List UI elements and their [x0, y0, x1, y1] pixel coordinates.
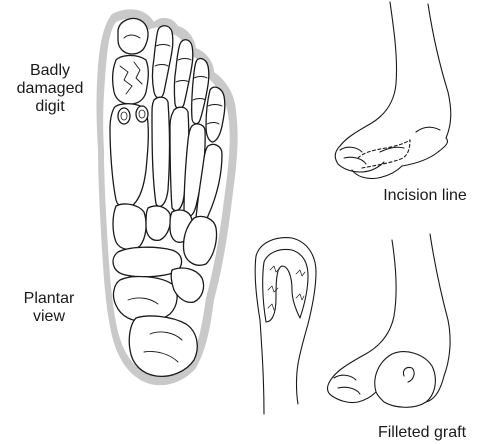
label-plantar-line-1: Plantar: [14, 290, 84, 308]
label-plantar-line-2: view: [14, 308, 84, 326]
foot-incision-view: [335, 2, 451, 179]
label-plantar-view: Plantar view: [14, 290, 84, 326]
talus: [114, 277, 178, 322]
label-digit-line-3: digit: [2, 98, 98, 116]
big-toe-proximal-phalanx: [113, 56, 149, 105]
label-digit-line-2: damaged: [2, 80, 98, 98]
medial-cuneiform: [113, 204, 146, 249]
label-incision-line: Incision line: [364, 187, 486, 205]
calcaneus: [129, 316, 197, 376]
sesamoid-lateral: [136, 106, 148, 122]
label-filleted-graft: Filleted graft: [356, 424, 488, 442]
big-toe-distal-phalanx: [118, 18, 148, 54]
label-badly-damaged-digit: Badly damaged digit: [2, 62, 98, 116]
sesamoid-medial: [118, 108, 130, 124]
foot-graft-view: [328, 234, 451, 407]
plantar-foot-skeleton: [97, 9, 238, 385]
second-metatarsal: [152, 97, 170, 206]
label-digit-line-1: Badly: [2, 62, 98, 80]
fillet-flap: [255, 238, 316, 414]
